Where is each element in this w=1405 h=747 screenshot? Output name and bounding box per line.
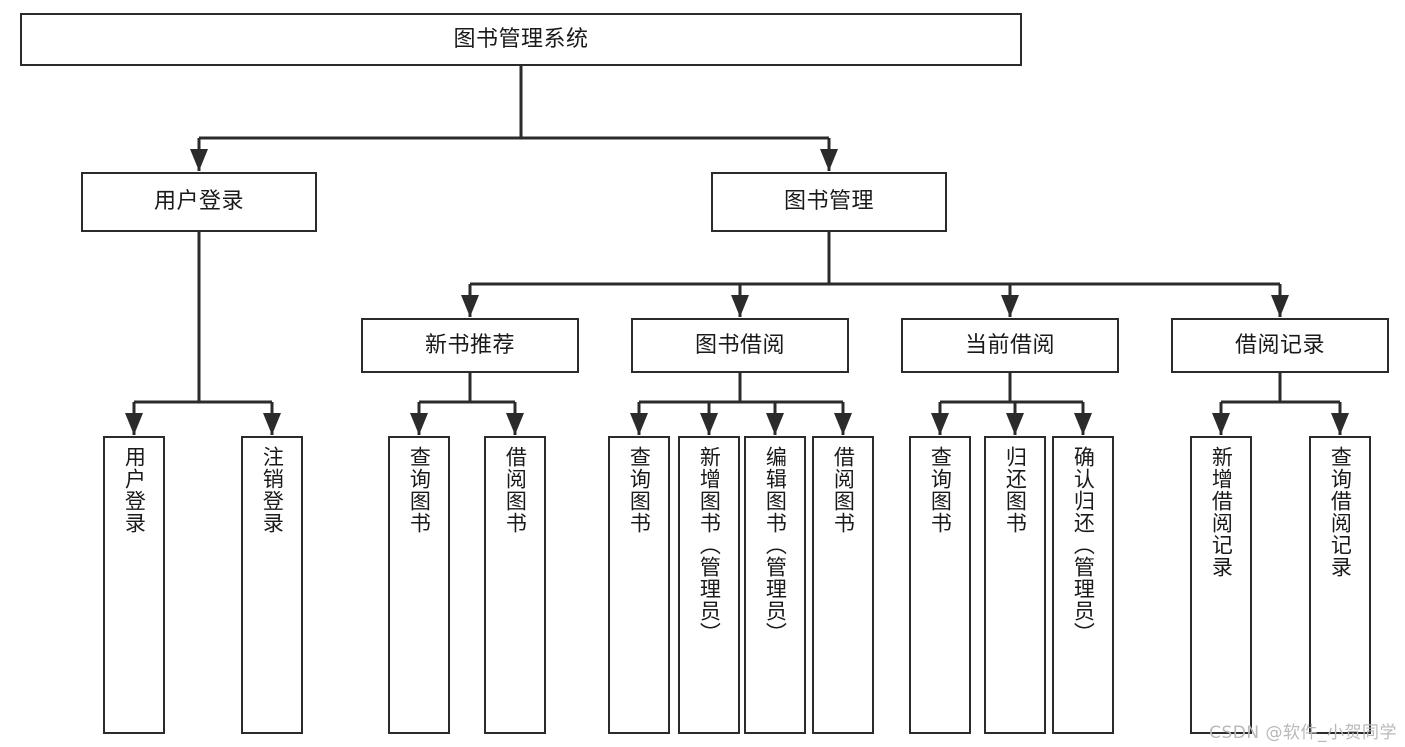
node-label: 借阅记录 xyxy=(1234,332,1325,358)
node-label: 确认归还（管理员） xyxy=(1071,446,1096,644)
watermark-label: CSDN @软件_小贺同学 xyxy=(1209,723,1397,743)
node-new-book-rec[interactable]: 新书推荐 xyxy=(361,318,579,373)
node-label: 图书管理系统 xyxy=(453,26,589,52)
node-leaf-query-book-2[interactable]: 查询图书 xyxy=(608,436,670,734)
node-leaf-return-book[interactable]: 归还图书 xyxy=(984,436,1046,734)
node-label: 查询图书 xyxy=(407,446,432,534)
arrowhead xyxy=(190,149,208,171)
node-label: 图书管理 xyxy=(783,189,874,215)
node-leaf-add-record[interactable]: 新增借阅记录 xyxy=(1190,436,1252,734)
node-leaf-add-book[interactable]: 新增图书（管理员） xyxy=(678,436,740,734)
arrowhead xyxy=(766,413,784,435)
arrowhead xyxy=(1006,413,1024,435)
node-label: 用户登录 xyxy=(153,189,244,215)
node-leaf-borrow-book-1[interactable]: 借阅图书 xyxy=(484,436,546,734)
node-label: 查询借阅记录 xyxy=(1328,446,1353,578)
arrowhead xyxy=(1001,295,1019,317)
node-label: 当前借阅 xyxy=(964,332,1055,358)
node-label: 图书借阅 xyxy=(694,332,785,358)
node-book-manage[interactable]: 图书管理 xyxy=(711,172,947,232)
node-leaf-query-record[interactable]: 查询借阅记录 xyxy=(1309,436,1371,734)
node-label: 新增图书（管理员） xyxy=(697,446,722,644)
node-label: 编辑图书（管理员） xyxy=(763,446,788,644)
node-label: 新增借阅记录 xyxy=(1209,446,1234,578)
arrowhead xyxy=(125,413,143,435)
node-leaf-borrow-book-2[interactable]: 借阅图书 xyxy=(812,436,874,734)
node-current-borrow[interactable]: 当前借阅 xyxy=(901,318,1119,373)
arrowhead xyxy=(410,413,428,435)
arrowhead xyxy=(1271,295,1289,317)
arrowhead xyxy=(461,295,479,317)
node-book-borrow[interactable]: 图书借阅 xyxy=(631,318,849,373)
node-leaf-confirm-return[interactable]: 确认归还（管理员） xyxy=(1052,436,1114,734)
arrowhead xyxy=(263,413,281,435)
node-label: 注销登录 xyxy=(260,446,285,534)
arrowhead xyxy=(1074,413,1092,435)
node-label: 借阅图书 xyxy=(831,446,856,534)
node-leaf-query-book-1[interactable]: 查询图书 xyxy=(388,436,450,734)
arrowhead xyxy=(731,295,749,317)
node-label: 新书推荐 xyxy=(424,332,515,358)
node-label: 查询图书 xyxy=(928,446,953,534)
arrowhead xyxy=(1212,413,1230,435)
arrowhead xyxy=(834,413,852,435)
node-borrow-record[interactable]: 借阅记录 xyxy=(1171,318,1389,373)
arrowhead xyxy=(931,413,949,435)
node-leaf-logout[interactable]: 注销登录 xyxy=(241,436,303,734)
arrowhead xyxy=(630,413,648,435)
node-user-login[interactable]: 用户登录 xyxy=(81,172,317,232)
node-label: 用户登录 xyxy=(122,446,147,534)
node-leaf-query-book-3[interactable]: 查询图书 xyxy=(909,436,971,734)
node-leaf-user-login[interactable]: 用户登录 xyxy=(103,436,165,734)
node-leaf-edit-book[interactable]: 编辑图书（管理员） xyxy=(744,436,806,734)
node-label: 借阅图书 xyxy=(503,446,528,534)
arrowhead xyxy=(506,413,524,435)
node-root[interactable]: 图书管理系统 xyxy=(20,13,1022,66)
arrowhead xyxy=(700,413,718,435)
node-label: 归还图书 xyxy=(1003,446,1028,534)
arrowhead xyxy=(1331,413,1349,435)
arrowhead xyxy=(820,149,838,171)
node-label: 查询图书 xyxy=(627,446,652,534)
